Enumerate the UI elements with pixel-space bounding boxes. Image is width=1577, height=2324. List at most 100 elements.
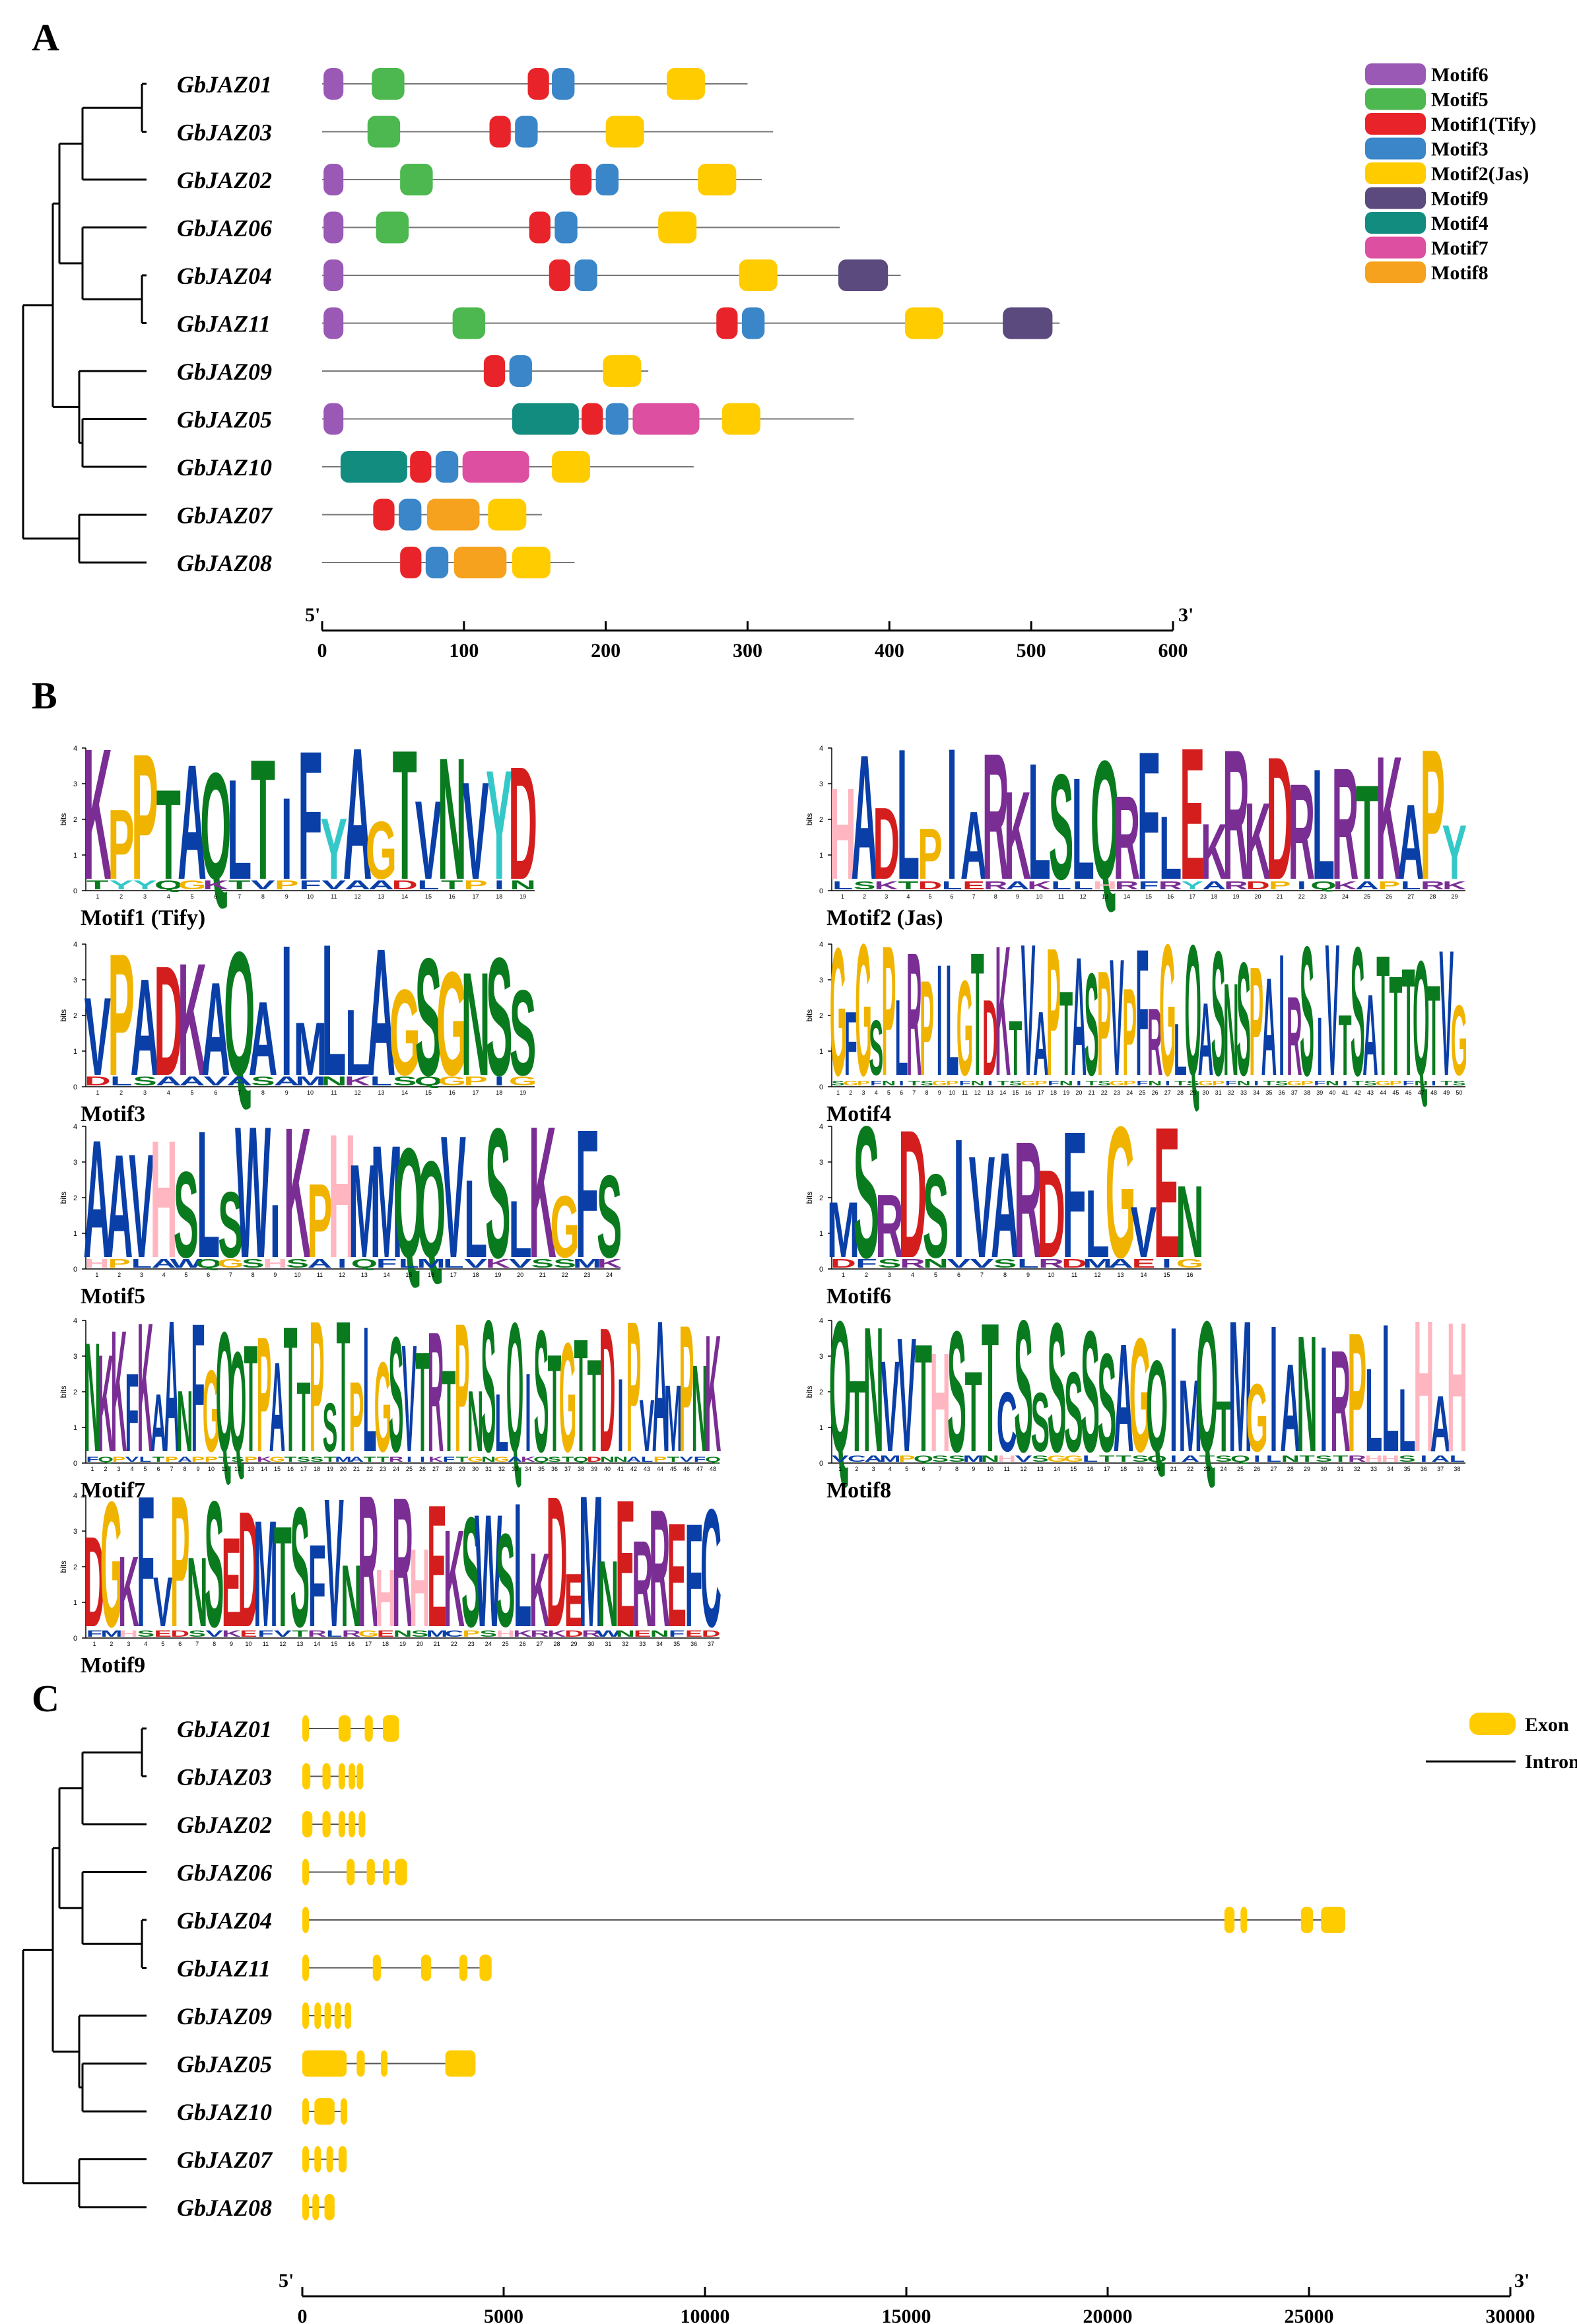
logo-letter: N — [1325, 1079, 1339, 1087]
logo-letter: K — [705, 1301, 721, 1487]
logo-letter: H — [1447, 1283, 1467, 1491]
logo-letter: A — [991, 1122, 1019, 1289]
logo-letter: V — [1439, 912, 1454, 1112]
logo-position: 13 — [1117, 1272, 1124, 1278]
logo-letter: P — [1034, 1079, 1048, 1087]
logo-letter: I — [1254, 1454, 1261, 1464]
logo-letter: R — [1332, 735, 1359, 913]
exon-box — [302, 1715, 309, 1742]
logo-letter: S — [510, 966, 537, 1101]
logo-position: 14 — [384, 1272, 390, 1278]
logo-letter: A — [508, 1455, 522, 1463]
logo-position: 13 — [987, 1089, 993, 1096]
logo-letter: V — [969, 1126, 995, 1289]
logo-letter: T — [152, 1455, 165, 1463]
logo-position: 26 — [419, 1466, 426, 1472]
logo-position: 39 — [1316, 1089, 1323, 1096]
logo-letter: A — [626, 1455, 641, 1463]
exon-box — [347, 1859, 355, 1886]
logo-letter: T — [848, 1359, 865, 1473]
logo-y-tick-label: 4 — [819, 941, 823, 949]
logo-letter: L — [945, 932, 958, 1109]
legend-swatch-motif6 — [1365, 63, 1426, 85]
logo-position: 2 — [863, 893, 866, 900]
logo-letter: V — [947, 1257, 971, 1271]
axis-3prime-label: 3' — [1514, 2270, 1529, 2292]
logo-position: 15 — [1012, 1089, 1019, 1096]
logo-y-tick-label: 0 — [73, 1083, 77, 1091]
logo-letter: S — [411, 1629, 428, 1639]
logo-letter: G — [956, 953, 973, 1105]
logo-position: 7 — [939, 1466, 942, 1472]
logo-letter: I — [1170, 1290, 1178, 1489]
logo-letter: I — [1270, 1289, 1278, 1490]
logo-position: 3 — [888, 1272, 891, 1278]
motif-box-motif6 — [323, 68, 344, 100]
logo-position: 6 — [957, 1272, 960, 1278]
gene-label: GbJAZ01 — [177, 1716, 272, 1742]
logo-letter: V — [897, 1304, 916, 1486]
motif-box-motif9 — [838, 259, 889, 291]
logo-letter: F — [1225, 1079, 1237, 1087]
logo-letter: F — [1139, 879, 1159, 893]
logo-letter: V — [251, 878, 275, 892]
logo-letter: N — [970, 1079, 984, 1087]
logo-letter: E — [634, 1629, 651, 1639]
logo-letter: N — [481, 1455, 496, 1463]
logo-letter: P — [1300, 1079, 1314, 1087]
logo-letter: H — [1364, 1454, 1383, 1464]
logo-letter: S — [1048, 1285, 1067, 1491]
logo-letter: I — [1279, 918, 1285, 1112]
logo-letter: A — [273, 1074, 300, 1088]
logo-letter: N — [467, 1373, 484, 1470]
logo-letter: S — [323, 1388, 338, 1466]
gene-label: GbJAZ08 — [177, 2195, 272, 2221]
exon-box — [479, 1954, 492, 1981]
logo-position: 48 — [1430, 1089, 1437, 1096]
exon-box — [314, 2098, 335, 2125]
logo-letter: Q — [216, 1297, 233, 1488]
logo-letter: G — [932, 1079, 947, 1087]
logo-position: 6 — [214, 893, 217, 900]
logo-y-tick-label: 2 — [819, 1388, 823, 1396]
logo-letter: R — [1114, 772, 1141, 905]
logo-letter: I — [1431, 1079, 1436, 1087]
logo-letter: A — [368, 878, 395, 892]
logo-letter: L — [942, 879, 962, 893]
logo-letter: Y — [1181, 879, 1203, 893]
logo-position: 13 — [378, 1089, 384, 1096]
logo-letter: K — [486, 1257, 510, 1270]
logo-position: 21 — [434, 1641, 440, 1647]
motif-box-motif7 — [632, 403, 700, 435]
logo-letter: Q — [417, 1133, 446, 1287]
logo-position: 29 — [1304, 1466, 1310, 1472]
logo-letter: T — [1086, 1079, 1098, 1087]
logo-letter: P — [1390, 1079, 1403, 1087]
logo-position: 12 — [1094, 1272, 1100, 1278]
logo-letter: M — [100, 1629, 122, 1639]
exon-box — [312, 2194, 319, 2220]
logo-letter: N — [600, 1455, 615, 1463]
logo-position: 13 — [361, 1272, 368, 1278]
motif-box-motif1 — [582, 403, 603, 435]
logo-position: 27 — [537, 1641, 543, 1647]
logo-letter: T — [997, 1079, 1009, 1087]
logo-letter: S — [485, 1089, 510, 1296]
logo-letter: T — [285, 1455, 297, 1463]
logo-letter: L — [1083, 1454, 1098, 1464]
logo-letter: Q — [1090, 726, 1120, 915]
logo-position: 1 — [838, 1466, 842, 1472]
logo-letter: P — [882, 908, 896, 1114]
logo-letter: M — [349, 1138, 380, 1285]
axis-tick-label: 200 — [591, 640, 621, 662]
logo-letter: S — [393, 1074, 417, 1088]
legend-label: Motif5 — [1431, 89, 1489, 111]
logo-letter: R — [1147, 989, 1163, 1095]
logo-position: 8 — [994, 893, 997, 900]
logo-position: 11 — [1071, 1272, 1077, 1278]
logo-letter: G — [389, 965, 420, 1101]
logo-position: 3 — [861, 1089, 865, 1096]
logo-letter: H — [150, 1106, 177, 1293]
